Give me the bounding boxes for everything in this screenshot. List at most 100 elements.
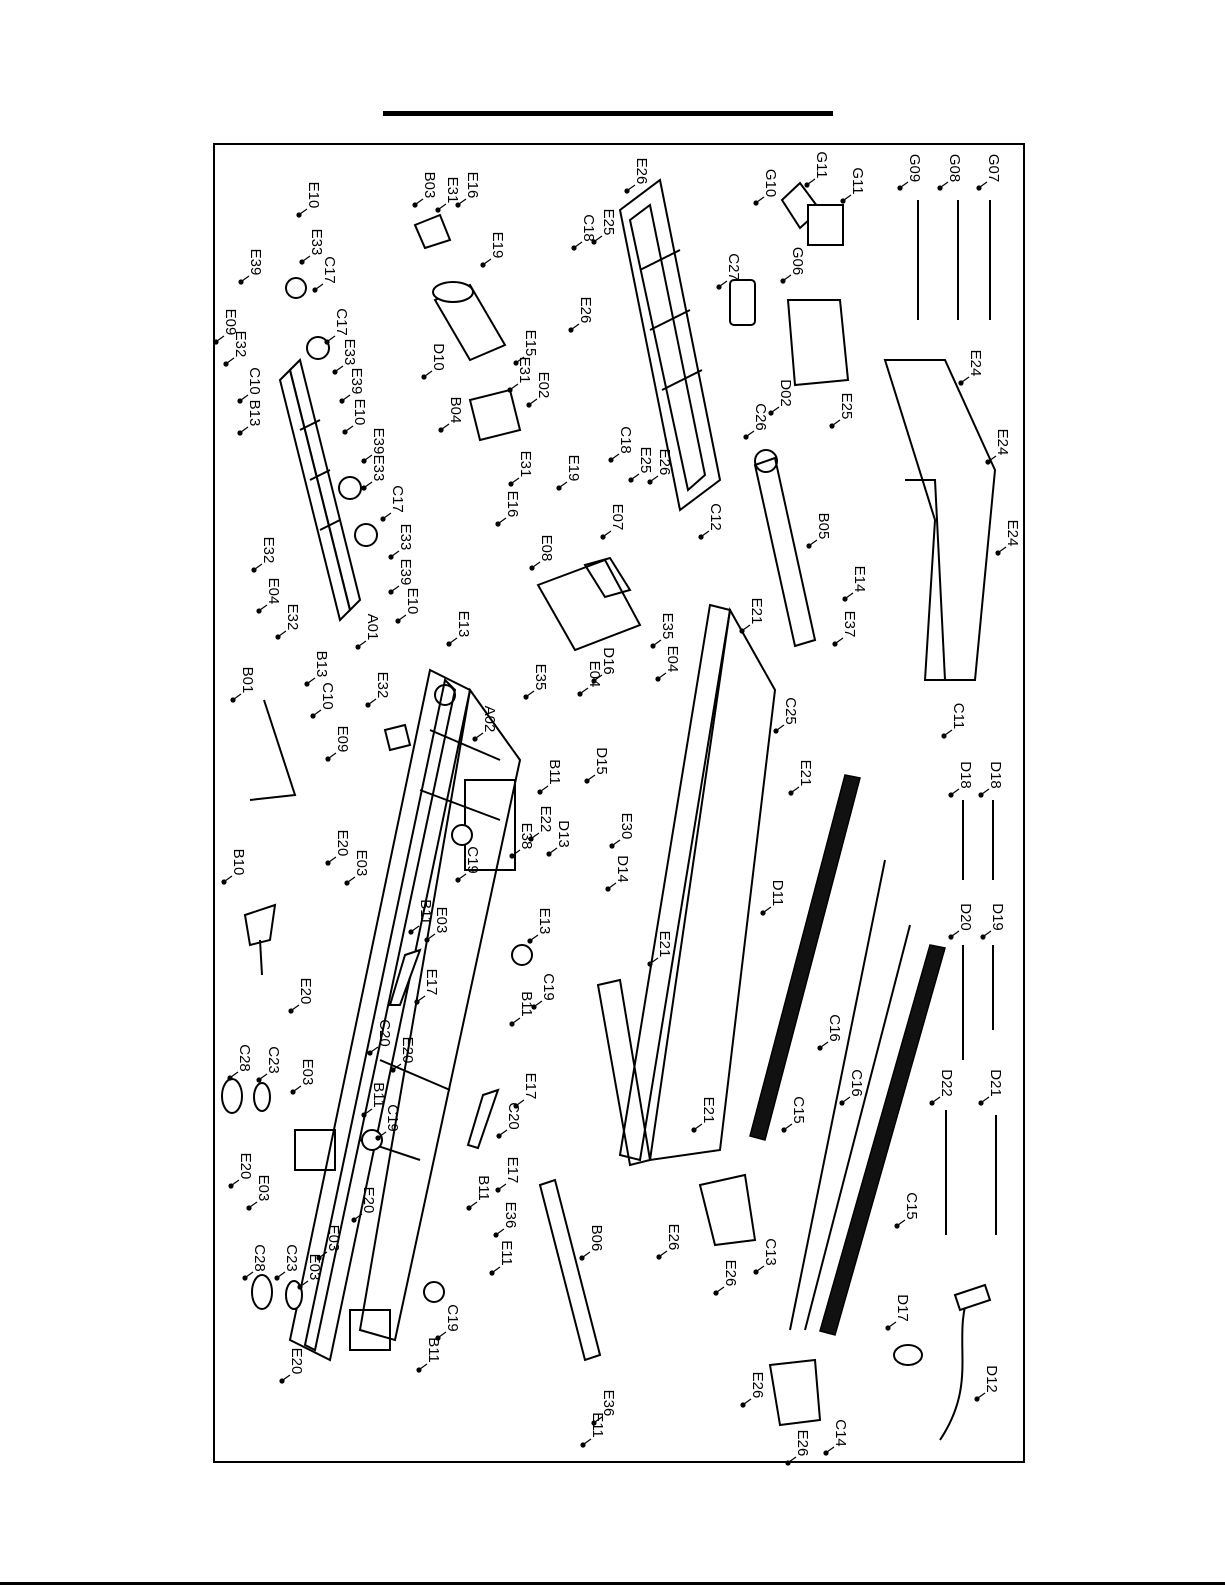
- leader-line: [469, 1201, 478, 1208]
- leader-line: [526, 690, 535, 697]
- part-label-b13: B13: [246, 400, 263, 427]
- leader-line: [231, 1179, 240, 1186]
- leader-line: [441, 423, 450, 430]
- leader-line: [498, 517, 507, 524]
- leader-line: [694, 1123, 703, 1130]
- leader-line: [293, 1085, 302, 1092]
- part-label-e36: E36: [502, 1202, 519, 1229]
- part-label-e25: E25: [600, 209, 617, 236]
- part-label-e20: E20: [297, 978, 314, 1005]
- leader-line: [391, 585, 400, 592]
- end-caps: [698, 1173, 822, 1427]
- leader-line: [358, 640, 367, 647]
- part-label-c19: C19: [540, 973, 557, 1001]
- leader-line: [549, 847, 558, 854]
- leader-line: [534, 1000, 543, 1007]
- rear-roller-b06: [538, 1178, 602, 1362]
- part-label-d15: D15: [593, 747, 610, 775]
- part-label-e13: E13: [455, 611, 472, 638]
- leader-line: [277, 1271, 286, 1278]
- title-rule: [383, 111, 833, 116]
- leader-line: [233, 693, 242, 700]
- leader-line: [977, 1392, 986, 1399]
- part-label-e36: E36: [600, 1390, 617, 1417]
- leader-line: [512, 1017, 521, 1024]
- incline-motor-d16: [536, 556, 642, 652]
- part-label-e19: E19: [489, 232, 506, 259]
- part-label-e26: E26: [749, 1372, 766, 1399]
- part-label-b11: B11: [546, 759, 563, 785]
- leader-line: [532, 561, 541, 568]
- part-label-e03: E03: [299, 1059, 316, 1086]
- part-label-e21: E21: [748, 598, 765, 625]
- leader-line: [249, 1201, 258, 1208]
- leader-line: [226, 357, 235, 364]
- leader-line: [603, 530, 612, 537]
- leader-line: [458, 873, 467, 880]
- leader-line: [347, 876, 356, 883]
- motor-cover-c11: [883, 359, 997, 681]
- leader-line: [826, 1446, 835, 1453]
- leader-line: [650, 957, 659, 964]
- leader-line: [319, 1251, 328, 1258]
- leader-line: [571, 323, 580, 330]
- part-label-e32: E32: [374, 672, 391, 699]
- leader-line: [587, 774, 596, 781]
- part-label-e31: E31: [517, 451, 534, 478]
- part-label-e21: E21: [797, 760, 814, 787]
- part-label-e22: E22: [537, 806, 554, 833]
- leader-line: [291, 1004, 300, 1011]
- part-label-d13: D13: [555, 820, 572, 848]
- leader-line: [300, 1280, 309, 1287]
- leader-line: [370, 1046, 379, 1053]
- part-label-e04: E04: [265, 578, 282, 605]
- leader-line: [393, 1063, 402, 1070]
- leader-line: [756, 1265, 765, 1272]
- leader-line: [424, 370, 433, 377]
- leader-line: [612, 839, 621, 846]
- part-label-b05: B05: [815, 513, 832, 540]
- leader-line: [835, 637, 844, 644]
- part-label-e03: E03: [433, 907, 450, 934]
- part-label-g10: G10: [762, 169, 779, 197]
- part-label-g11: G11: [813, 151, 830, 178]
- part-label-e39: E39: [397, 559, 414, 586]
- part-label-e17: E17: [522, 1073, 539, 1100]
- leader-line: [845, 592, 854, 599]
- main-frame-a02: [288, 668, 522, 1362]
- leader-line: [784, 1123, 793, 1130]
- part-label-e32: E32: [260, 537, 277, 564]
- part-label-e10: E10: [404, 588, 421, 615]
- part-label-e20: E20: [288, 1348, 305, 1375]
- part-label-d16: D16: [600, 647, 617, 675]
- leader-line: [368, 698, 377, 705]
- part-label-e16: E16: [504, 491, 521, 518]
- leader-line: [530, 934, 539, 941]
- leader-line: [897, 1219, 906, 1226]
- part-label-e31: E31: [516, 357, 533, 384]
- leader-line: [791, 786, 800, 793]
- leader-line: [529, 398, 538, 405]
- part-label-b11: B11: [518, 991, 535, 1017]
- leader-line: [951, 930, 960, 937]
- leader-line: [438, 1331, 447, 1338]
- leader-line: [940, 181, 949, 188]
- leader-line: [411, 925, 420, 932]
- leader-line: [746, 430, 755, 437]
- part-label-e32: E32: [284, 604, 301, 631]
- leader-line: [364, 1108, 373, 1115]
- leader-line: [658, 672, 667, 679]
- part-label-c19: C19: [444, 1304, 461, 1332]
- leader-line: [900, 181, 909, 188]
- part-label-e08: E08: [538, 535, 555, 562]
- motor-d10: [413, 213, 522, 442]
- leader-line: [398, 614, 407, 621]
- part-label-e39: E39: [348, 368, 365, 395]
- leader-line: [594, 674, 603, 681]
- part-label-c25: C25: [782, 697, 799, 725]
- leader-line: [230, 1071, 239, 1078]
- leader-line: [419, 1363, 428, 1370]
- part-label-b11: B11: [417, 899, 434, 925]
- part-label-e03: E03: [353, 850, 370, 877]
- part-label-g06: G06: [789, 247, 806, 275]
